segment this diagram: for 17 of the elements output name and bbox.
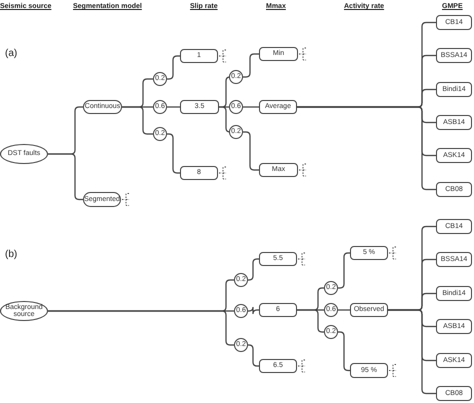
branch-connector <box>167 133 180 174</box>
branch-connector <box>248 258 259 281</box>
branch-connector <box>338 309 350 311</box>
branch-connector <box>248 344 259 367</box>
branch-connector <box>243 53 259 78</box>
panel-label: (a) <box>5 48 18 59</box>
branch-connector <box>297 309 324 333</box>
branch-connector <box>122 106 153 135</box>
branch-connector <box>167 55 180 80</box>
branch-connector <box>219 106 231 133</box>
branch-connector <box>48 153 83 200</box>
branch-connector <box>48 310 234 346</box>
branch-connector <box>167 106 180 108</box>
branch-connector <box>248 306 259 315</box>
branch-connector <box>243 106 259 108</box>
panel-label: (b) <box>5 249 18 260</box>
branch-connector <box>243 131 259 171</box>
